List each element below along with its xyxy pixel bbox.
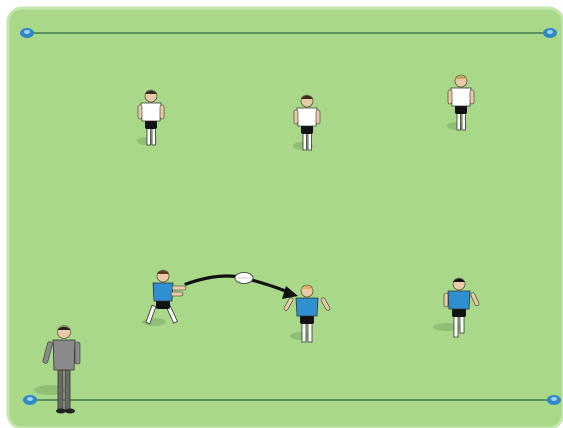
cone-bottom-right <box>547 395 561 405</box>
pitch <box>8 8 563 428</box>
cone-top-right <box>543 28 557 38</box>
cone-bottom-left <box>23 395 37 405</box>
rugby-ball <box>235 273 253 284</box>
cone-top-left <box>20 28 34 38</box>
